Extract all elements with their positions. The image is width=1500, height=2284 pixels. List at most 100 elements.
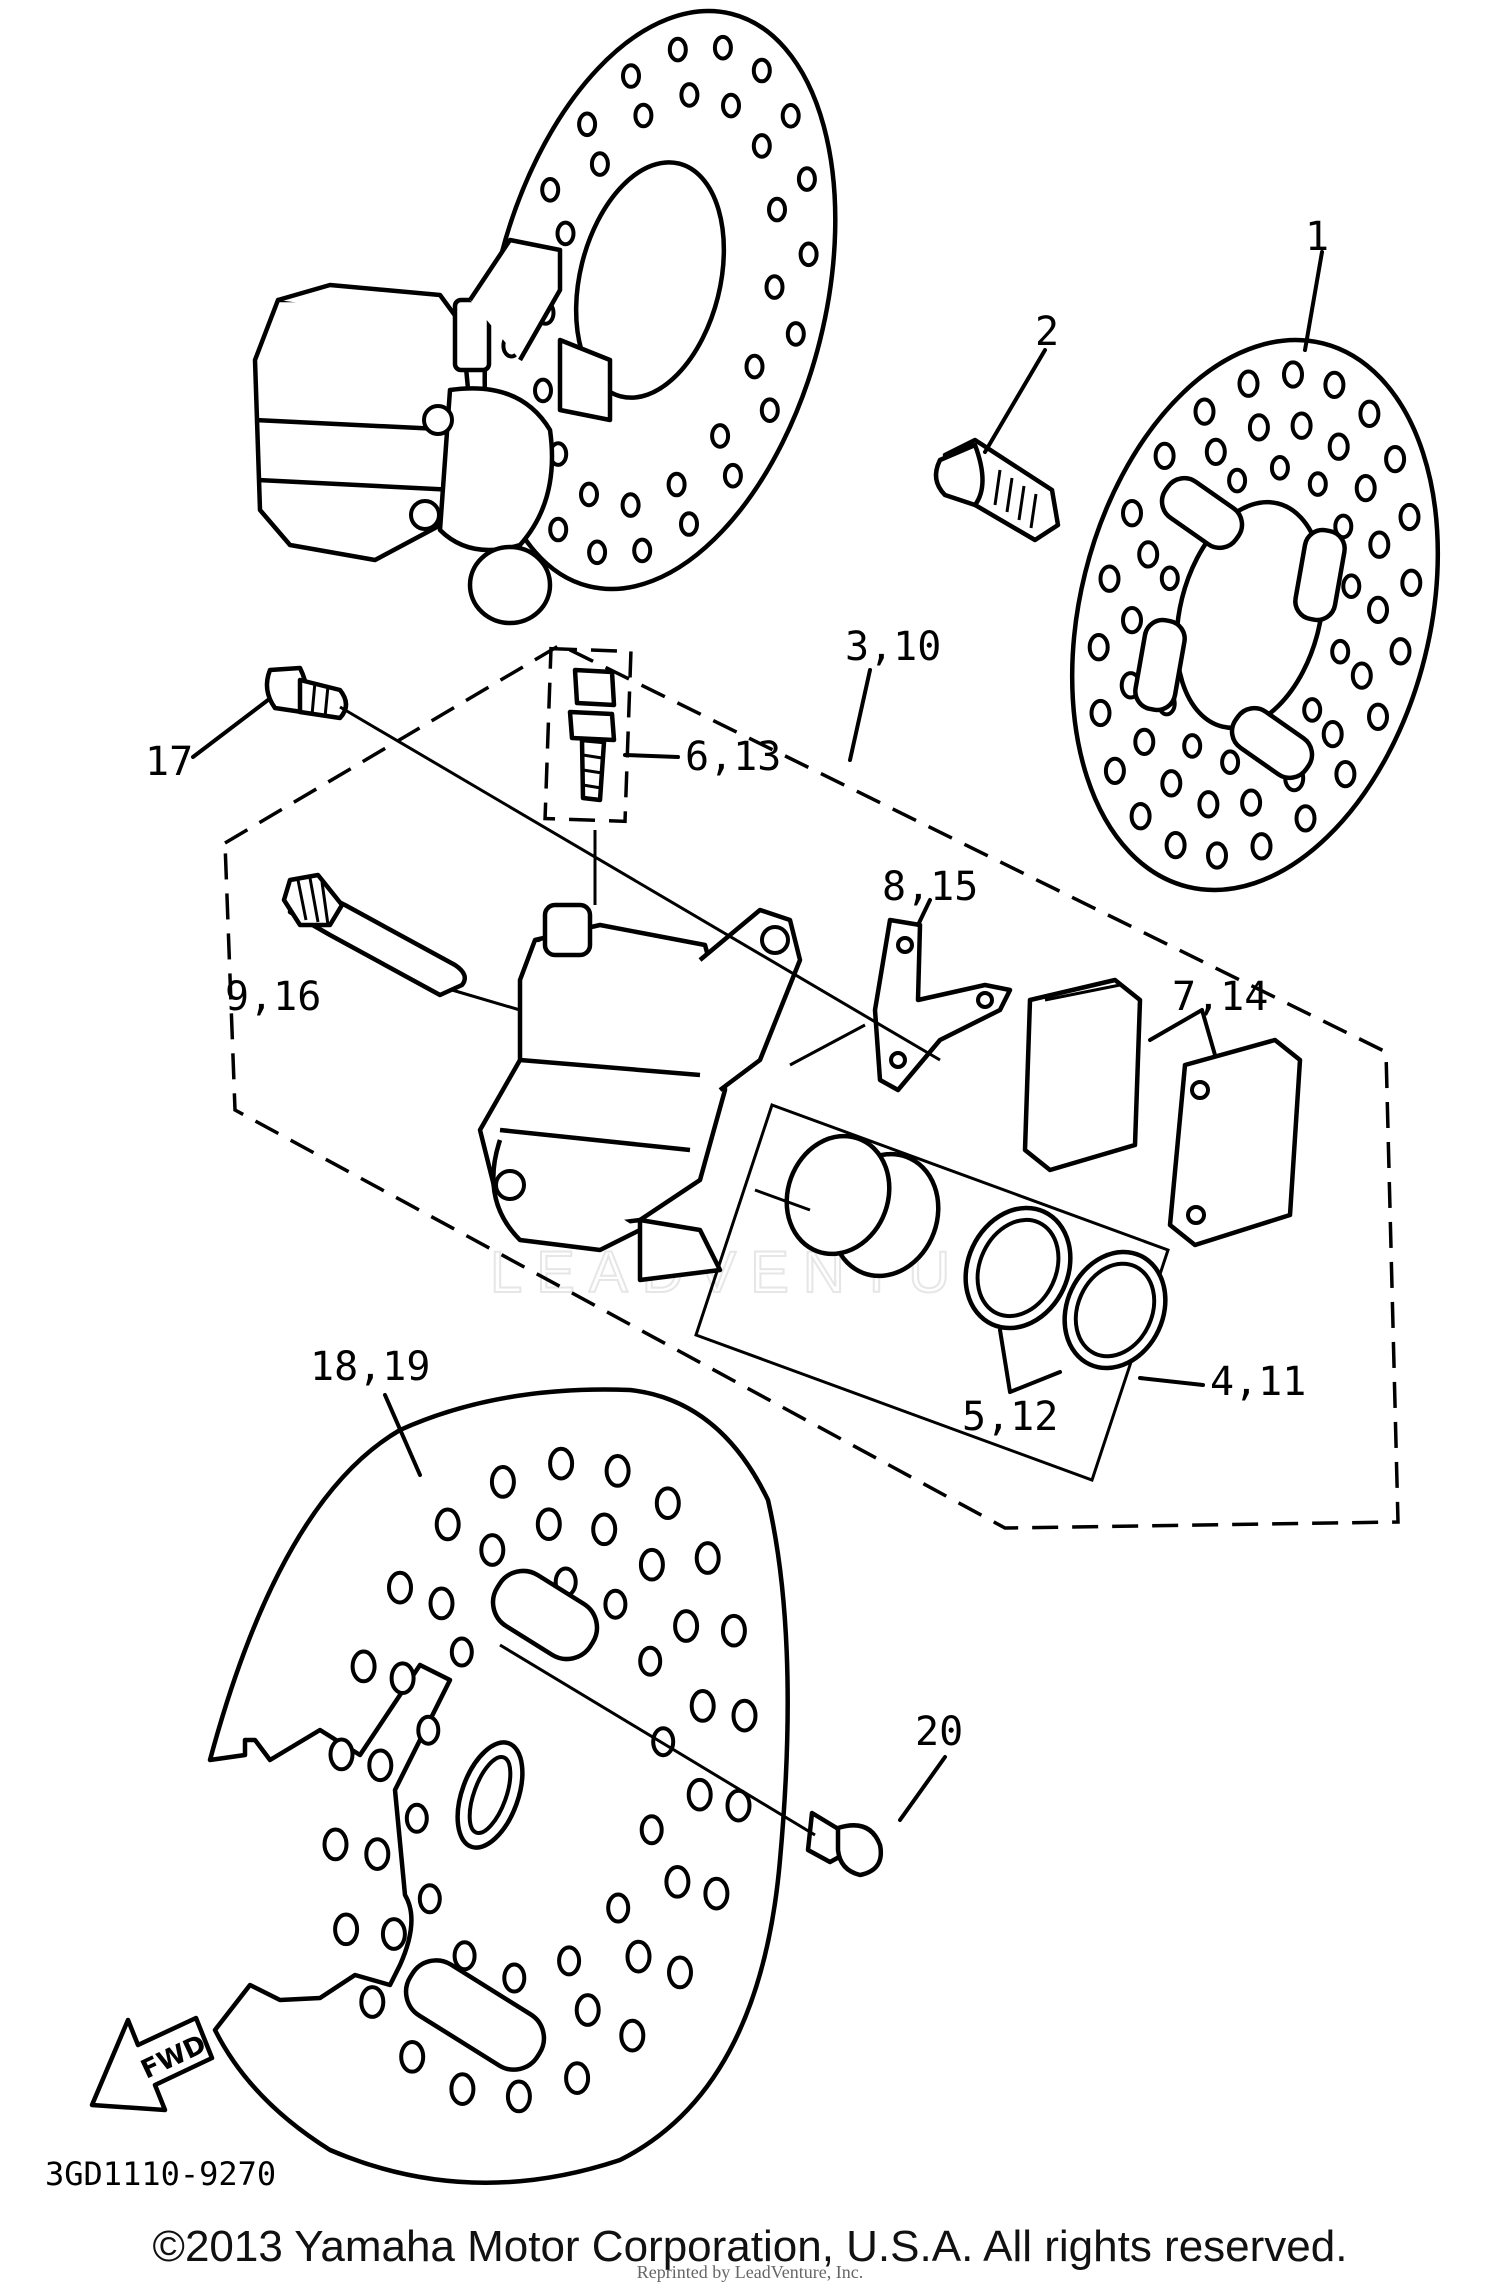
vent-hole <box>428 1586 455 1621</box>
vent-hole <box>1087 633 1110 662</box>
reprint-note: Reprinted by LeadVenture, Inc. <box>636 2262 864 2282</box>
vent-hole <box>1159 565 1180 592</box>
vent-hole <box>1282 360 1304 389</box>
vent-hole <box>359 1985 386 2019</box>
vent-hole <box>1330 638 1351 665</box>
bolt-part-2 <box>933 437 1061 543</box>
vent-hole <box>1367 702 1389 731</box>
vent-hole <box>579 481 599 508</box>
callout-5-12: 5,12 <box>962 1394 1058 1440</box>
pin-bolt-part-9-16 <box>281 872 468 998</box>
vent-hole <box>1133 727 1156 757</box>
vent-hole <box>1240 788 1263 817</box>
vent-hole <box>666 471 687 498</box>
piston-and-seals <box>694 1103 1170 1482</box>
vent-hole <box>1220 749 1241 776</box>
vent-hole <box>489 1465 516 1499</box>
vent-hole <box>1089 698 1112 728</box>
vent-hole <box>502 1962 527 1994</box>
pad-spring-part-8-15 <box>872 917 1013 1093</box>
vent-hole <box>1333 513 1354 540</box>
assembled-caliper-cylinder <box>437 386 555 553</box>
vent-hole <box>767 196 787 223</box>
bolt-part-20 <box>805 1810 884 1878</box>
brake-pads-part-7-14 <box>1022 977 1303 1248</box>
vent-hole <box>577 111 598 138</box>
vent-hole <box>1350 661 1373 690</box>
caliper-bleeder-boss <box>542 902 593 958</box>
vent-hole <box>1354 473 1377 503</box>
vent-hole <box>759 397 780 424</box>
vent-hole <box>1137 540 1160 569</box>
vent-hole <box>380 1917 407 1951</box>
piston-part <box>784 1133 941 1279</box>
bolt-part-17 <box>264 665 349 721</box>
copyright-notice: ©2013 Yamaha Motor Corporation, U.S.A. A… <box>152 2222 1348 2271</box>
fwd-arrow-icon: FWD <box>89 2015 215 2113</box>
vent-hole <box>564 2061 591 2095</box>
vent-hole <box>751 57 772 84</box>
vent-hole <box>1341 573 1362 600</box>
vent-hole <box>1206 841 1228 870</box>
vent-hole <box>1358 399 1381 428</box>
callout-8-15: 8,15 <box>882 864 978 910</box>
callout-7-14: 7,14 <box>1172 974 1268 1020</box>
vent-hole <box>721 92 741 119</box>
vent-hole <box>686 1777 713 1812</box>
vent-hole <box>1193 397 1216 426</box>
assembled-bracket <box>468 237 563 362</box>
assembled-piston-cap <box>467 544 553 626</box>
vent-hole <box>639 1814 664 1846</box>
disc-protector-part-18-19 <box>207 1387 790 2185</box>
vent-hole <box>1121 499 1143 528</box>
callout-4-11: 4,11 <box>1210 1359 1306 1405</box>
vent-hole <box>322 1827 349 1862</box>
vent-hole <box>664 1864 691 1899</box>
diagram-id: 3GD1110-9270 <box>45 2155 276 2193</box>
vent-hole <box>1294 804 1317 833</box>
vent-hole <box>694 1541 721 1575</box>
vent-hole <box>667 1955 693 1990</box>
vent-hole <box>1302 697 1323 723</box>
vent-hole <box>798 241 819 268</box>
vent-hole <box>416 1714 441 1746</box>
brake-disc-hub <box>1174 499 1326 731</box>
callout-2: 2 <box>1035 309 1059 355</box>
vent-hole <box>638 1645 663 1677</box>
vent-hole <box>1204 437 1227 467</box>
vent-hole <box>638 1547 665 1582</box>
vent-hole <box>1269 455 1290 481</box>
vent-hole <box>619 2018 646 2053</box>
callout-labels: 1 2 3,10 4,11 5,12 6,13 7,14 8,15 9,16 1… <box>45 214 1329 2193</box>
vent-hole <box>710 423 731 449</box>
vent-hole <box>1384 444 1407 474</box>
dust-seal-part-4-11 <box>1062 1249 1168 1371</box>
vent-hole <box>555 220 576 247</box>
vent-hole <box>449 2072 476 2106</box>
vent-hole <box>1323 370 1346 400</box>
vent-hole <box>679 82 700 108</box>
vent-hole <box>1160 769 1183 798</box>
vent-hole <box>1182 733 1203 759</box>
vent-hole <box>350 1649 377 1684</box>
vent-hole <box>1197 790 1220 819</box>
vent-hole <box>654 1486 681 1521</box>
vent-hole <box>1153 441 1176 471</box>
vent-hole <box>744 353 765 380</box>
vent-hole <box>387 1570 413 1605</box>
vent-hole <box>452 1940 477 1972</box>
vent-hole <box>1367 595 1389 625</box>
vent-hole <box>1129 802 1152 831</box>
vent-hole <box>620 492 641 518</box>
vent-hole <box>720 1613 747 1648</box>
vent-hole <box>540 177 561 203</box>
assembly-group-box <box>223 643 1400 1530</box>
vent-hole <box>574 1993 601 2027</box>
vent-hole <box>632 537 653 564</box>
bleeder-screw-part-6-13 <box>543 646 633 824</box>
vent-hole <box>1327 432 1350 461</box>
vent-hole <box>505 2079 532 2114</box>
vent-hole <box>548 1446 575 1481</box>
vent-hole <box>1247 413 1270 442</box>
